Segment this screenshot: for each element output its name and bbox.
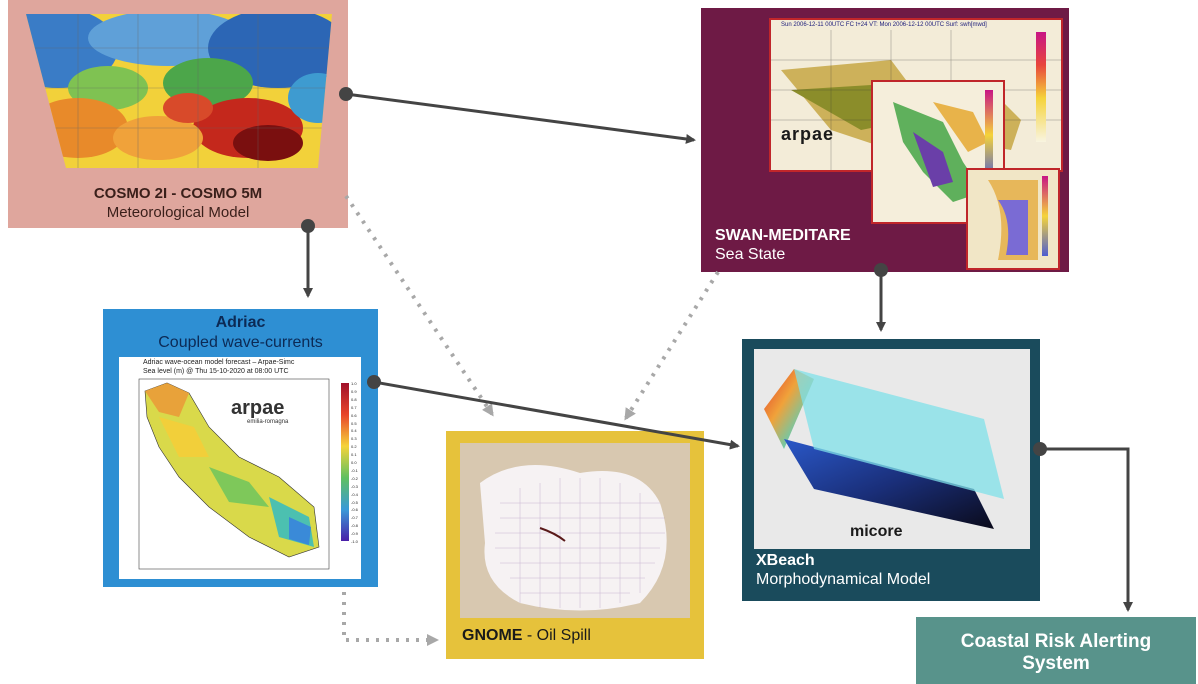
adriac-colorbar-tick: 0.0 bbox=[351, 460, 357, 465]
dot-swan-bottom bbox=[874, 263, 888, 277]
swan-detail-map bbox=[966, 168, 1060, 270]
adriac-colorbar-tick: 0.4 bbox=[351, 428, 357, 434]
adriac-colorbar-tick: 0.5 bbox=[351, 420, 357, 426]
adriac-logo-sub: emilia-romagna bbox=[247, 419, 289, 425]
adriac-subtitle: Coupled wave-currents bbox=[158, 334, 323, 351]
adriac-colorbar-tick: -0.4 bbox=[351, 491, 358, 497]
xbeach-title: XBeach bbox=[756, 552, 815, 569]
coastal-line-1: Coastal Risk Alerting bbox=[960, 631, 1152, 652]
adriac-model-box: Adriac Coupled wave-currents Adriac wave… bbox=[103, 309, 378, 587]
arrow-cosmo-to-swan bbox=[345, 92, 696, 144]
gnome-title-bold: GNOME bbox=[462, 627, 523, 644]
adriac-colorbar-tick: 1.0 bbox=[351, 381, 357, 386]
swan-map-header: Sun 2006-12-11 00UTC FC t+24 VT: Mon 200… bbox=[781, 22, 987, 28]
dot-adriac bbox=[367, 375, 381, 389]
dotted-arrow-swan-to-gnome bbox=[624, 270, 720, 421]
coastal-line-2: System bbox=[1022, 653, 1090, 674]
arrow-xbeach-to-coastal bbox=[1040, 447, 1133, 612]
gnome-title: GNOME - Oil Spill bbox=[462, 627, 591, 645]
arrow-adriac-to-xbeach bbox=[373, 380, 740, 450]
adriac-colorbar-tick: 0.2 bbox=[351, 444, 357, 450]
gnome-model-box: GNOME - Oil Spill bbox=[446, 431, 704, 659]
dot-cosmo-bottom bbox=[301, 219, 315, 233]
swan-model-box: Sun 2006-12-11 00UTC FC t+24 VT: Mon 200… bbox=[701, 8, 1069, 272]
cosmo-weather-map bbox=[18, 8, 340, 173]
xbeach-3d-model-image: micore bbox=[754, 349, 1030, 549]
adriac-colorbar-tick: -0.5 bbox=[351, 499, 358, 505]
adriac-colorbar-tick: -1.0 bbox=[351, 539, 358, 544]
adriac-colorbar-tick: 0.9 bbox=[351, 388, 357, 394]
adriac-map-title-1: Adriac wave-ocean model forecast – Arpae… bbox=[143, 359, 295, 366]
adriac-logo: arpae bbox=[231, 397, 285, 419]
adriac-colorbar-tick: 0.8 bbox=[351, 396, 357, 402]
adriac-colorbar-tick: -0.1 bbox=[351, 467, 358, 473]
dot-xbeach-right bbox=[1033, 442, 1047, 456]
cosmo-subtitle: Meteorological Model bbox=[106, 204, 250, 221]
connector-dots bbox=[301, 87, 1047, 456]
swan-subtitle: Sea State bbox=[715, 246, 786, 263]
swan-title: SWAN-MEDITARE bbox=[715, 227, 851, 244]
adriac-colorbar-tick: 0.3 bbox=[351, 436, 357, 442]
adriac-colorbar-tick: -0.3 bbox=[351, 483, 358, 489]
adriac-colorbar-tick: 0.7 bbox=[351, 404, 357, 410]
adriac-colorbar-tick: -0.6 bbox=[351, 507, 358, 513]
dotted-arrow-adriac-to-gnome bbox=[342, 592, 439, 646]
adriac-map-title-2: Sea level (m) @ Thu 15-10-2020 at 08:00 … bbox=[143, 368, 289, 375]
xbeach-subtitle: Morphodynamical Model bbox=[756, 571, 931, 588]
swan-logo: arpae bbox=[781, 124, 835, 144]
gnome-oil-spill-map bbox=[460, 443, 690, 618]
adriac-colorbar-tick: 0.6 bbox=[351, 412, 357, 418]
adriac-colorbar-tick: -0.2 bbox=[351, 475, 358, 481]
dotted-connectors bbox=[342, 194, 720, 646]
dot-cosmo-right bbox=[339, 87, 353, 101]
cosmo-title: COSMO 2I - COSMO 5M bbox=[93, 185, 263, 202]
solid-connectors bbox=[303, 92, 1133, 612]
adriac-colorbar-tick: -0.9 bbox=[351, 531, 358, 537]
adriac-colorbar-tick: -0.8 bbox=[351, 523, 358, 529]
gnome-title-rest: - Oil Spill bbox=[522, 627, 591, 644]
xbeach-model-box: micore XBeach Morphodynamical Model bbox=[742, 339, 1040, 601]
adriac-sea-level-map: Adriac wave-ocean model forecast – Arpae… bbox=[119, 357, 361, 579]
coastal-risk-alerting-box: Coastal Risk Alerting System bbox=[916, 617, 1196, 684]
adriac-colorbar-tick: 0.1 bbox=[351, 452, 357, 458]
adriac-title: Adriac bbox=[215, 314, 266, 331]
micore-logo: micore bbox=[850, 523, 903, 540]
dotted-arrow-cosmo-to-gnome bbox=[344, 194, 494, 417]
adriac-colorbar-tick: -0.7 bbox=[351, 515, 358, 521]
cosmo-model-box: COSMO 2I - COSMO 5M Meteorological Model bbox=[8, 0, 348, 228]
